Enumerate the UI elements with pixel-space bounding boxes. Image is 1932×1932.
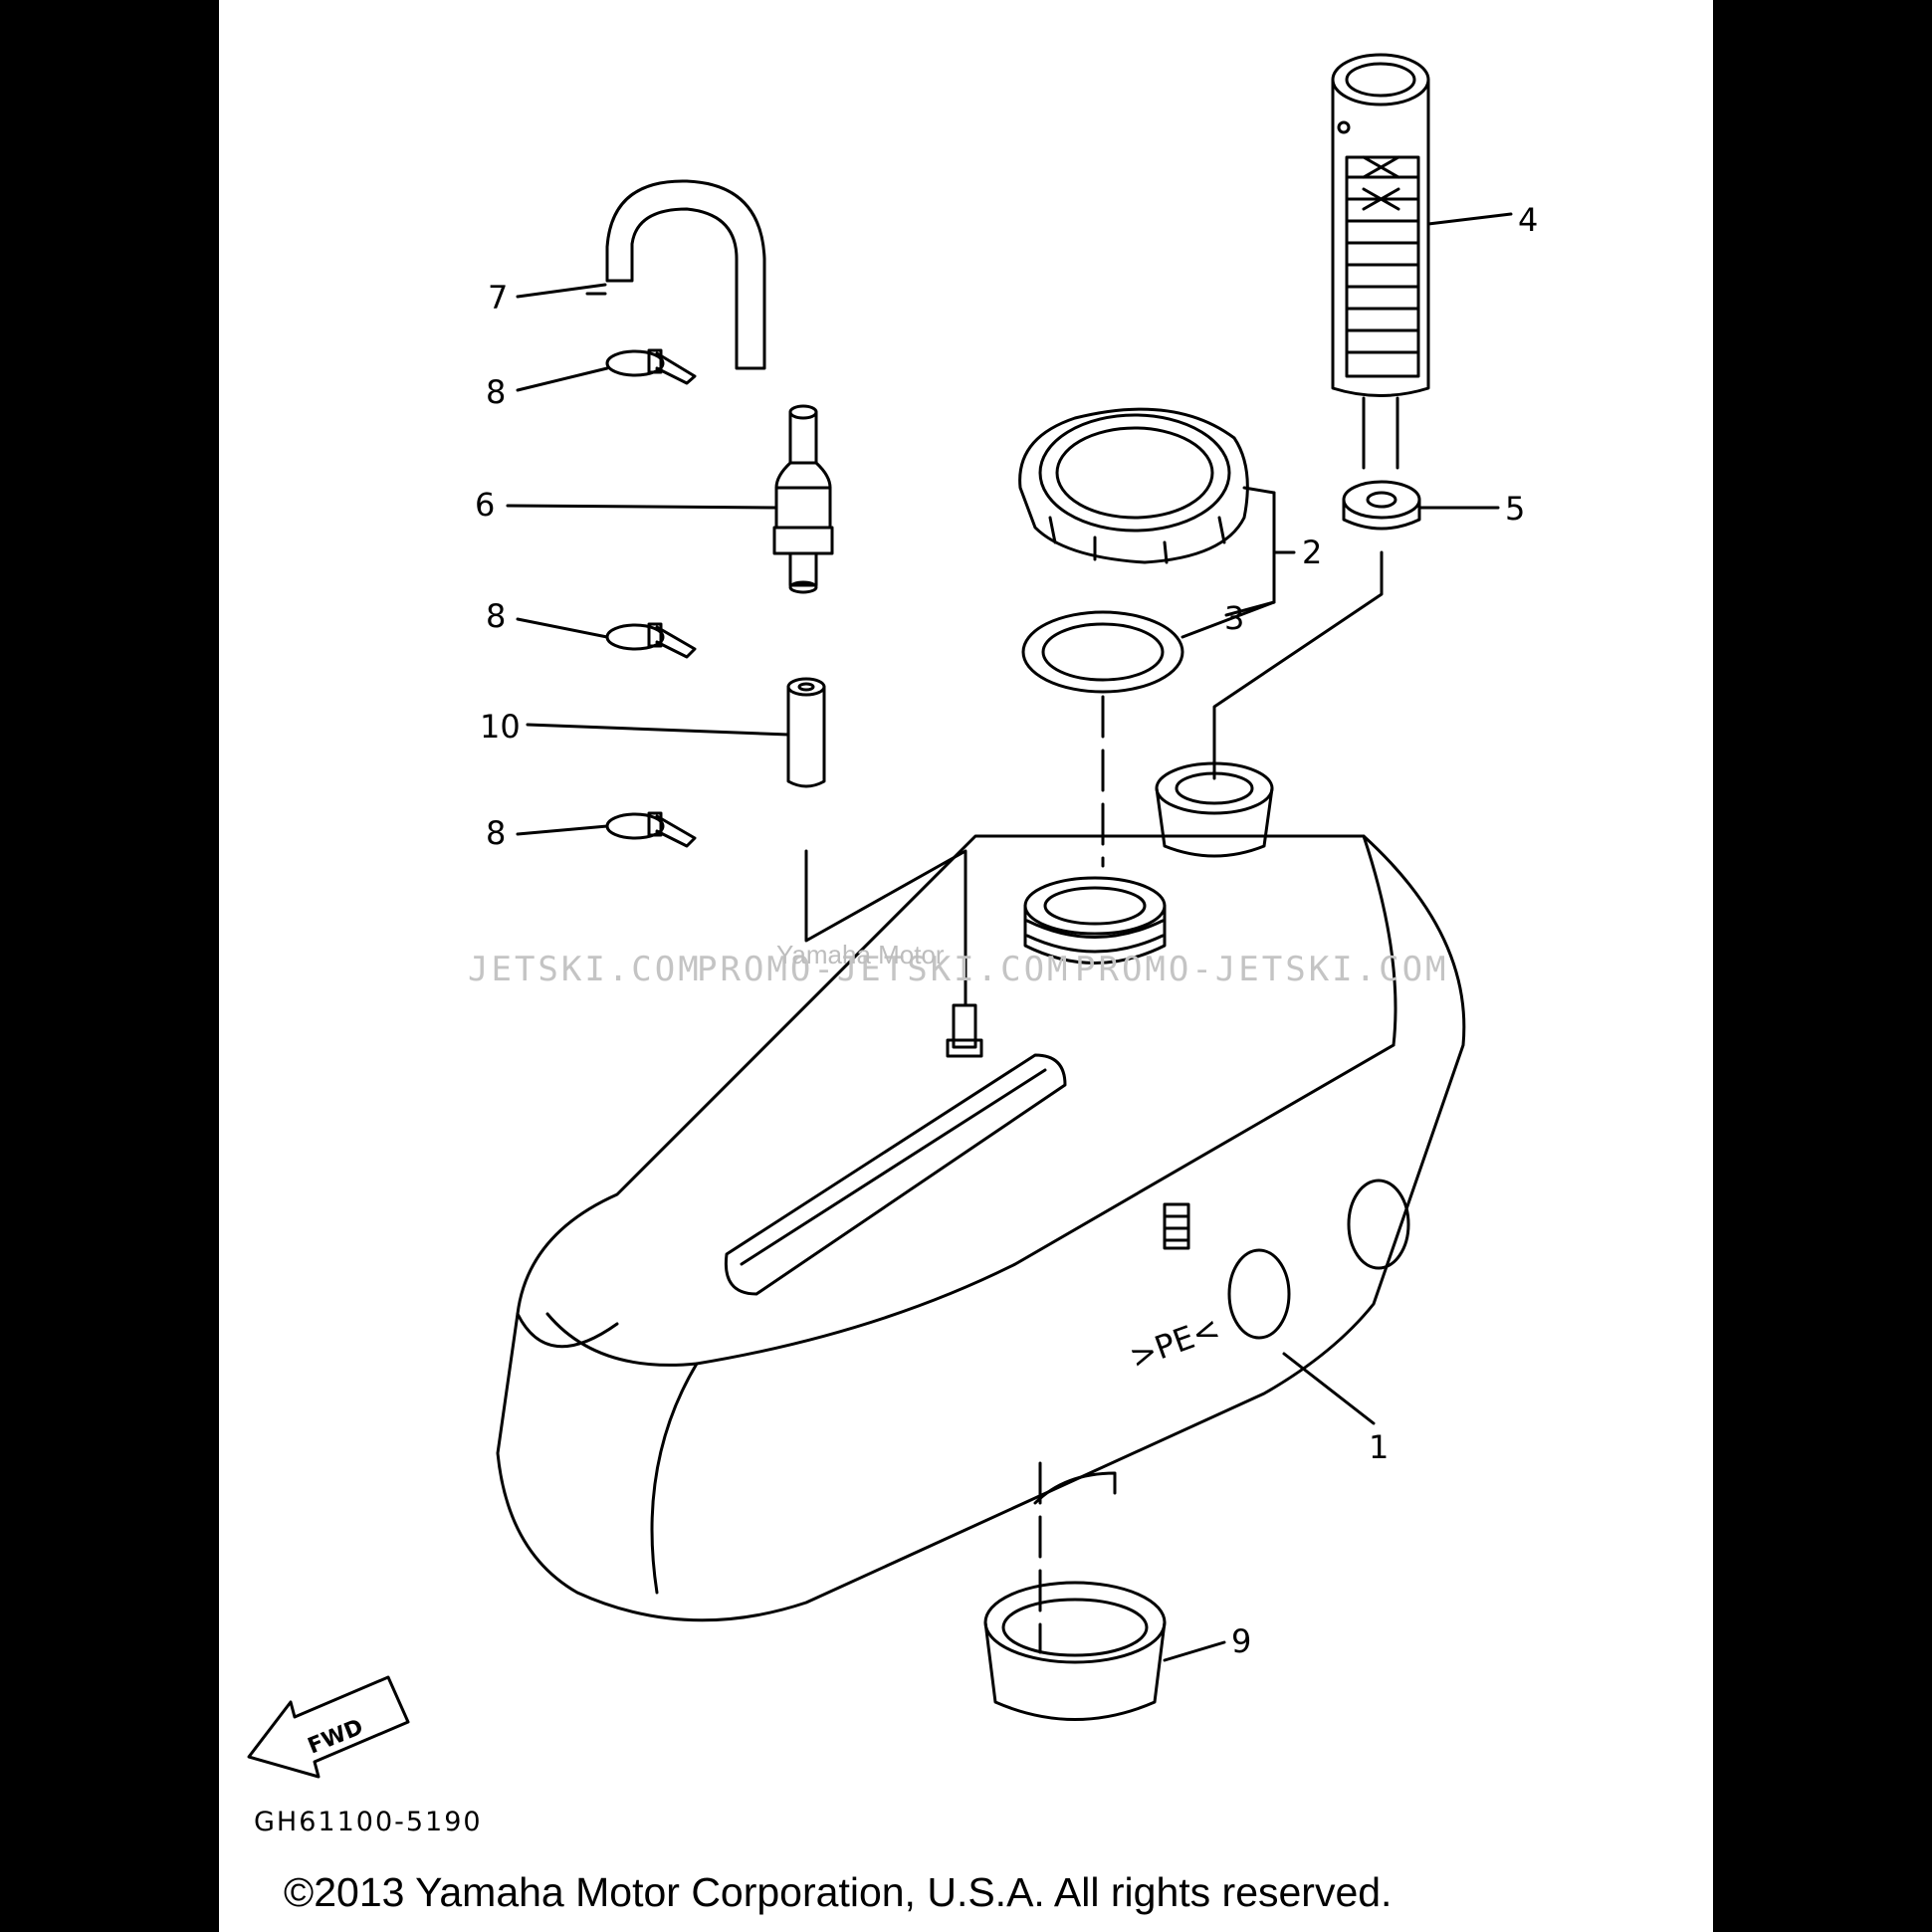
copyright-notice: ©2013 Yamaha Motor Corporation, U.S.A. A… xyxy=(284,1869,1393,1915)
cap-gasket-outer xyxy=(1021,610,1184,694)
leader-line-8-top xyxy=(516,366,609,392)
hose-clamp-bottom xyxy=(605,811,697,848)
short-hose xyxy=(786,677,826,788)
watermark-overlay: Yamaha Motor xyxy=(776,940,945,969)
watermark-left: JETSKI.COM xyxy=(468,950,702,989)
callout-8-bottom: 8 xyxy=(486,814,506,852)
leader-line-8-bottom xyxy=(516,824,609,836)
hose-clamp-top xyxy=(605,348,697,385)
callout-8-top: 8 xyxy=(486,373,506,411)
drain-cap xyxy=(983,1581,1167,1721)
strainer-washer xyxy=(1342,480,1421,531)
leader-line-3b xyxy=(1224,600,1276,617)
tank-marking-label: >PE< xyxy=(1125,1309,1225,1377)
breather-hose xyxy=(605,179,766,370)
leader-line-3 xyxy=(1181,600,1276,639)
inline-fuel-filter xyxy=(772,404,834,594)
parts-diagram-sheet: >PE< 1 2 3 4 5 7 xyxy=(219,0,1713,1932)
callout-6: 6 xyxy=(475,486,495,524)
oil-tank-body xyxy=(496,761,1466,1622)
filler-cap xyxy=(1018,407,1249,564)
assembly-line-hose xyxy=(804,849,967,1007)
callout-7: 7 xyxy=(488,279,508,317)
watermark-right: PROMO-JETSKI.COM xyxy=(1075,950,1449,989)
leader-line-6 xyxy=(506,504,778,510)
callout-2: 2 xyxy=(1302,534,1322,571)
forward-direction-arrow xyxy=(247,1675,410,1779)
watermark-center: PROMO-JETSKI.COM xyxy=(697,950,1071,989)
leader-line-1 xyxy=(1282,1352,1376,1425)
cap-gasket-inner xyxy=(1041,622,1165,682)
callout-8-middle: 8 xyxy=(486,597,506,635)
leader-line-9 xyxy=(1163,1640,1226,1662)
leader-line-8-middle xyxy=(516,617,609,639)
leader-line-7b xyxy=(516,283,607,299)
diagram-code: GH61100-5190 xyxy=(254,1807,483,1837)
leader-line-4 xyxy=(1426,212,1513,226)
callout-10: 10 xyxy=(480,708,521,746)
callout-4: 4 xyxy=(1518,201,1538,239)
leader-line-2-top xyxy=(1242,486,1276,495)
callout-3: 3 xyxy=(1224,599,1244,637)
callout-1: 1 xyxy=(1369,1428,1389,1466)
callout-5: 5 xyxy=(1505,490,1525,528)
hose-clamp-middle xyxy=(605,622,697,659)
assembly-line-5 xyxy=(1212,550,1384,780)
leader-line-10 xyxy=(526,723,790,737)
oil-strainer xyxy=(1331,53,1430,470)
callout-9: 9 xyxy=(1231,1622,1251,1660)
exploded-parts-drawing: >PE< 1 2 3 4 5 7 xyxy=(247,53,1538,1779)
